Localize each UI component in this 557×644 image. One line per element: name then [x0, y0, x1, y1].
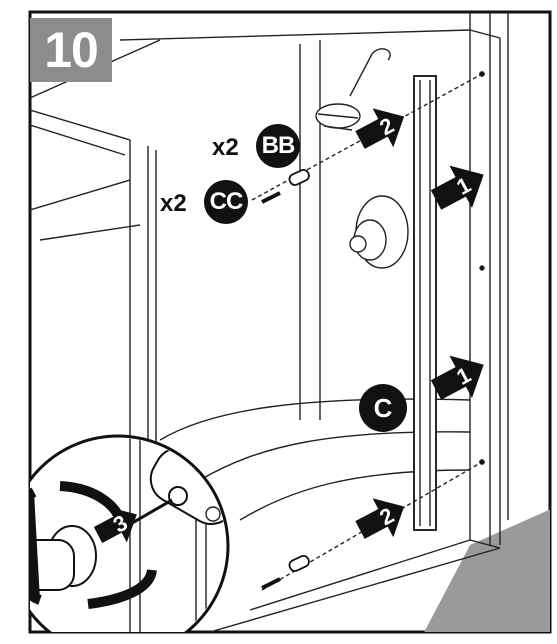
part-bb-quantity: x2: [212, 134, 239, 162]
step-number-badge: 10: [30, 18, 112, 82]
callout-c-label: C: [374, 393, 393, 423]
wall-jamb: [414, 76, 436, 530]
part-cc-quantity: x2: [160, 190, 187, 218]
part-bb-label: BB: [256, 124, 300, 168]
part-cc-label: CC: [204, 180, 248, 224]
